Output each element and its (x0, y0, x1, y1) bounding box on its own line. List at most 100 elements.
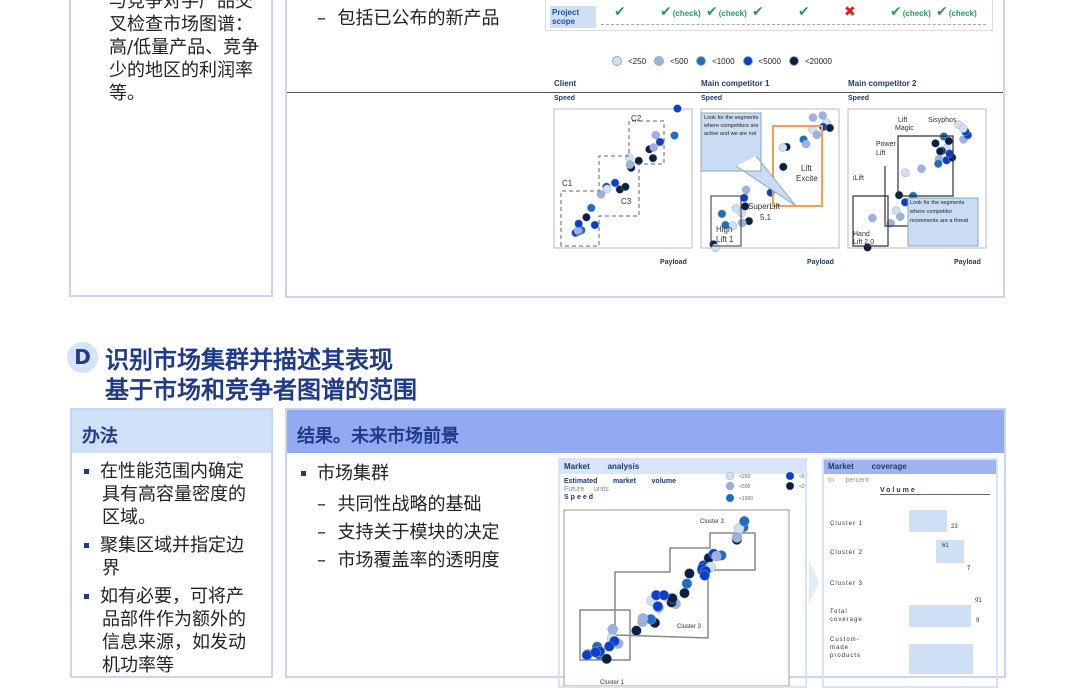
text-line: 与竞争对手产品交 (109, 0, 253, 12)
data-dot (739, 193, 749, 203)
product-label: 5.1 (760, 213, 772, 222)
axis-label: Speed (554, 95, 575, 102)
coverage-units: In percent (828, 477, 869, 484)
check-icon: ✔(check) (660, 4, 701, 20)
method-bullet-line: 聚集区域并指定边 (100, 535, 244, 556)
cluster-label: Cluster 3 (677, 624, 702, 630)
data-dot (959, 124, 968, 133)
result-bullet-text: 市场集群 (317, 463, 389, 484)
scope-table: Project scope ✔✔(check)✔(check)✔✔✖✔(chec… (545, 0, 993, 31)
data-dot (894, 190, 904, 200)
scope-mark-text: (check) (718, 9, 747, 18)
data-dot (779, 162, 788, 172)
legend-label: <500 (739, 484, 750, 490)
section-title-line2: 基于市场和竞争者图谱的范围 (105, 376, 417, 404)
data-dot (737, 218, 747, 228)
row-label: Total coverage (830, 609, 862, 623)
legend-label: <5000 (799, 474, 805, 480)
product-label: Magic (895, 125, 914, 132)
data-dot (652, 601, 664, 612)
check-icon: ✔ (614, 4, 626, 20)
data-dot (801, 139, 811, 149)
text-line: 高/低量产品、竞争 (109, 37, 260, 58)
data-dot (574, 219, 583, 228)
check-icon: ✔ (798, 4, 810, 20)
callout (700, 112, 797, 207)
data-dot (649, 143, 658, 152)
data-dot (711, 243, 720, 253)
text-line: 等。 (109, 83, 145, 104)
dash-item-text: 包括已公布的新产品 (337, 8, 500, 29)
sub-item: – 市场覆盖率的透明度 (317, 550, 500, 571)
market-analysis-chart: <250<500<1000<5000<20000Cluster 2Cluster… (563, 471, 805, 686)
legend-label: <1000 (712, 56, 735, 66)
data-dot (741, 185, 751, 195)
data-dot (602, 184, 612, 194)
method-bullet-line: 界 (102, 558, 120, 579)
legend-item: <250 (612, 54, 646, 68)
cluster-label: C1 (562, 179, 573, 188)
data-dot (673, 104, 682, 113)
callout-text: Look for the segments where competitor m… (910, 200, 968, 224)
bar-cluster-2 (936, 540, 964, 563)
coverage-chart: Cluster 1 Cluster 2 Cluster 3 Total coverag… (830, 510, 982, 674)
legend-dot-icon (785, 481, 795, 491)
data-dot (604, 641, 615, 652)
chart-title: Main competitor 1 (701, 79, 770, 88)
product-label: SuperLift (748, 202, 781, 211)
data-dot (607, 623, 618, 635)
axis-label: Payload (954, 259, 981, 266)
data-dot (651, 130, 661, 140)
method-bullet-line: 机功率等 (102, 655, 174, 676)
legend-item: <5000 (742, 54, 781, 68)
text-line: 叉检查市场图谱： (109, 14, 253, 35)
sub-item-text: 市场覆盖率的透明度 (337, 550, 500, 571)
data-dot (812, 130, 822, 140)
data-dot (681, 578, 693, 589)
data-dot (868, 213, 877, 223)
value-label: 91 (975, 598, 982, 604)
sub-item: – 共同性战略的基础 (317, 494, 482, 515)
chart-frame (553, 108, 693, 249)
legend-dot-icon (725, 481, 735, 491)
result-header: 结果。未来市场前景 (287, 410, 1004, 453)
legend-dot-icon (785, 471, 795, 481)
method-bullet-line: 信息来源，如发动 (102, 632, 246, 653)
data-dot (739, 516, 750, 527)
legend-dot-icon (725, 493, 735, 503)
axis-label: Payload (807, 259, 834, 266)
axis-label: Speed (848, 95, 869, 102)
bullet-icon (84, 469, 89, 474)
data-dot (596, 190, 606, 199)
data-dot (901, 168, 910, 178)
product-outline (852, 135, 954, 247)
data-dot (896, 212, 905, 221)
text-line: 少的地区的利润率 (109, 60, 253, 81)
bar-total-coverage (909, 605, 971, 627)
method-panel: 办法 在性能范围内确定具有高容量密度的区域。聚集区域并指定边界如有必要，可将产品… (70, 408, 273, 678)
project-scope-label: Project scope (550, 6, 596, 28)
section-badge: D (67, 342, 98, 373)
data-dot (728, 221, 738, 230)
cluster-outline (560, 120, 665, 247)
data-dot (625, 160, 635, 169)
data-dot (679, 587, 690, 599)
row-label: Cluster 2 (830, 550, 862, 556)
product-label: iLift (853, 175, 864, 182)
market-coverage-title: Market coverage (824, 460, 996, 474)
sub-item-text: 支持关于模块的决定 (337, 522, 500, 543)
data-dot (931, 139, 940, 148)
method-header: 办法 (72, 410, 271, 453)
data-dot (944, 136, 954, 146)
product-label: Lift 1 (716, 235, 734, 244)
check-icon: ✔ (752, 4, 764, 20)
scope-mark-text: (check) (902, 9, 931, 18)
market-coverage-box: Market coverage In percent Volume Cluste… (822, 458, 998, 688)
row-label: Cluster 3 (830, 581, 862, 587)
bar-cluster-1 (909, 510, 947, 532)
data-dot (886, 219, 895, 228)
data-dot (891, 206, 901, 215)
row-label: Cluster 1 (830, 521, 862, 527)
axis-label: Speed (564, 494, 596, 501)
chart-title: Main competitor 2 (848, 79, 917, 88)
